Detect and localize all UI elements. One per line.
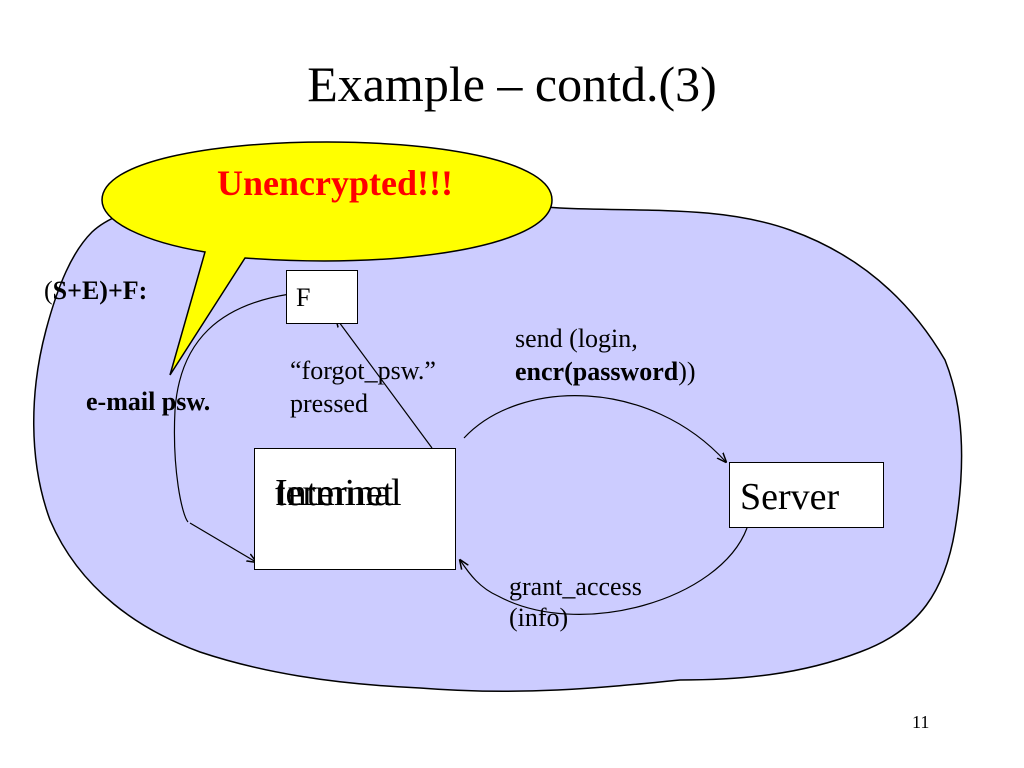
speech-bubble	[101, 141, 553, 376]
f-box: F	[286, 270, 358, 324]
label-email-psw: e-mail psw.	[86, 387, 211, 416]
label-grant-line1: grant_access	[509, 572, 642, 601]
label-send-line2: encr(password))	[515, 356, 696, 389]
label-grant-line2: (info)	[509, 603, 569, 633]
send-arc	[463, 395, 726, 462]
server-label: Server	[740, 476, 840, 518]
network-cloud	[33, 188, 963, 693]
f-box-label: F	[296, 283, 311, 312]
label-send-line1: send (login,	[515, 324, 638, 353]
label-send-encr: encr(password	[515, 356, 679, 386]
internet-terminal-line1: Internet	[275, 472, 394, 514]
email-curve	[173, 293, 291, 523]
label-sef: (S+E)+F:	[44, 276, 147, 306]
label-send: send (login, encr(password))	[515, 323, 696, 388]
slide-title: Example – contd.(3)	[307, 56, 717, 112]
callout-text: Unencrypted!!!	[217, 163, 453, 203]
email-arrow	[189, 522, 256, 562]
label-forgot-line1: “forgot_psw.”	[290, 356, 436, 385]
internet-terminal-line2: terminal	[275, 472, 402, 514]
forgot-arrow	[336, 318, 433, 449]
label-forgot-psw: “forgot_psw.” pressed	[290, 355, 436, 420]
label-send-tail: ))	[678, 356, 696, 386]
internet-terminal-box: Internet terminal	[254, 448, 456, 570]
grant-arc	[460, 527, 748, 615]
label-sef-bold: S+E)+F:	[52, 276, 148, 305]
server-box: Server	[729, 462, 884, 528]
label-forgot-line2: pressed	[290, 388, 368, 418]
page-number: 11	[912, 712, 930, 732]
label-sef-prefix: (	[44, 276, 53, 305]
label-grant-access: grant_access (info)	[509, 571, 642, 633]
